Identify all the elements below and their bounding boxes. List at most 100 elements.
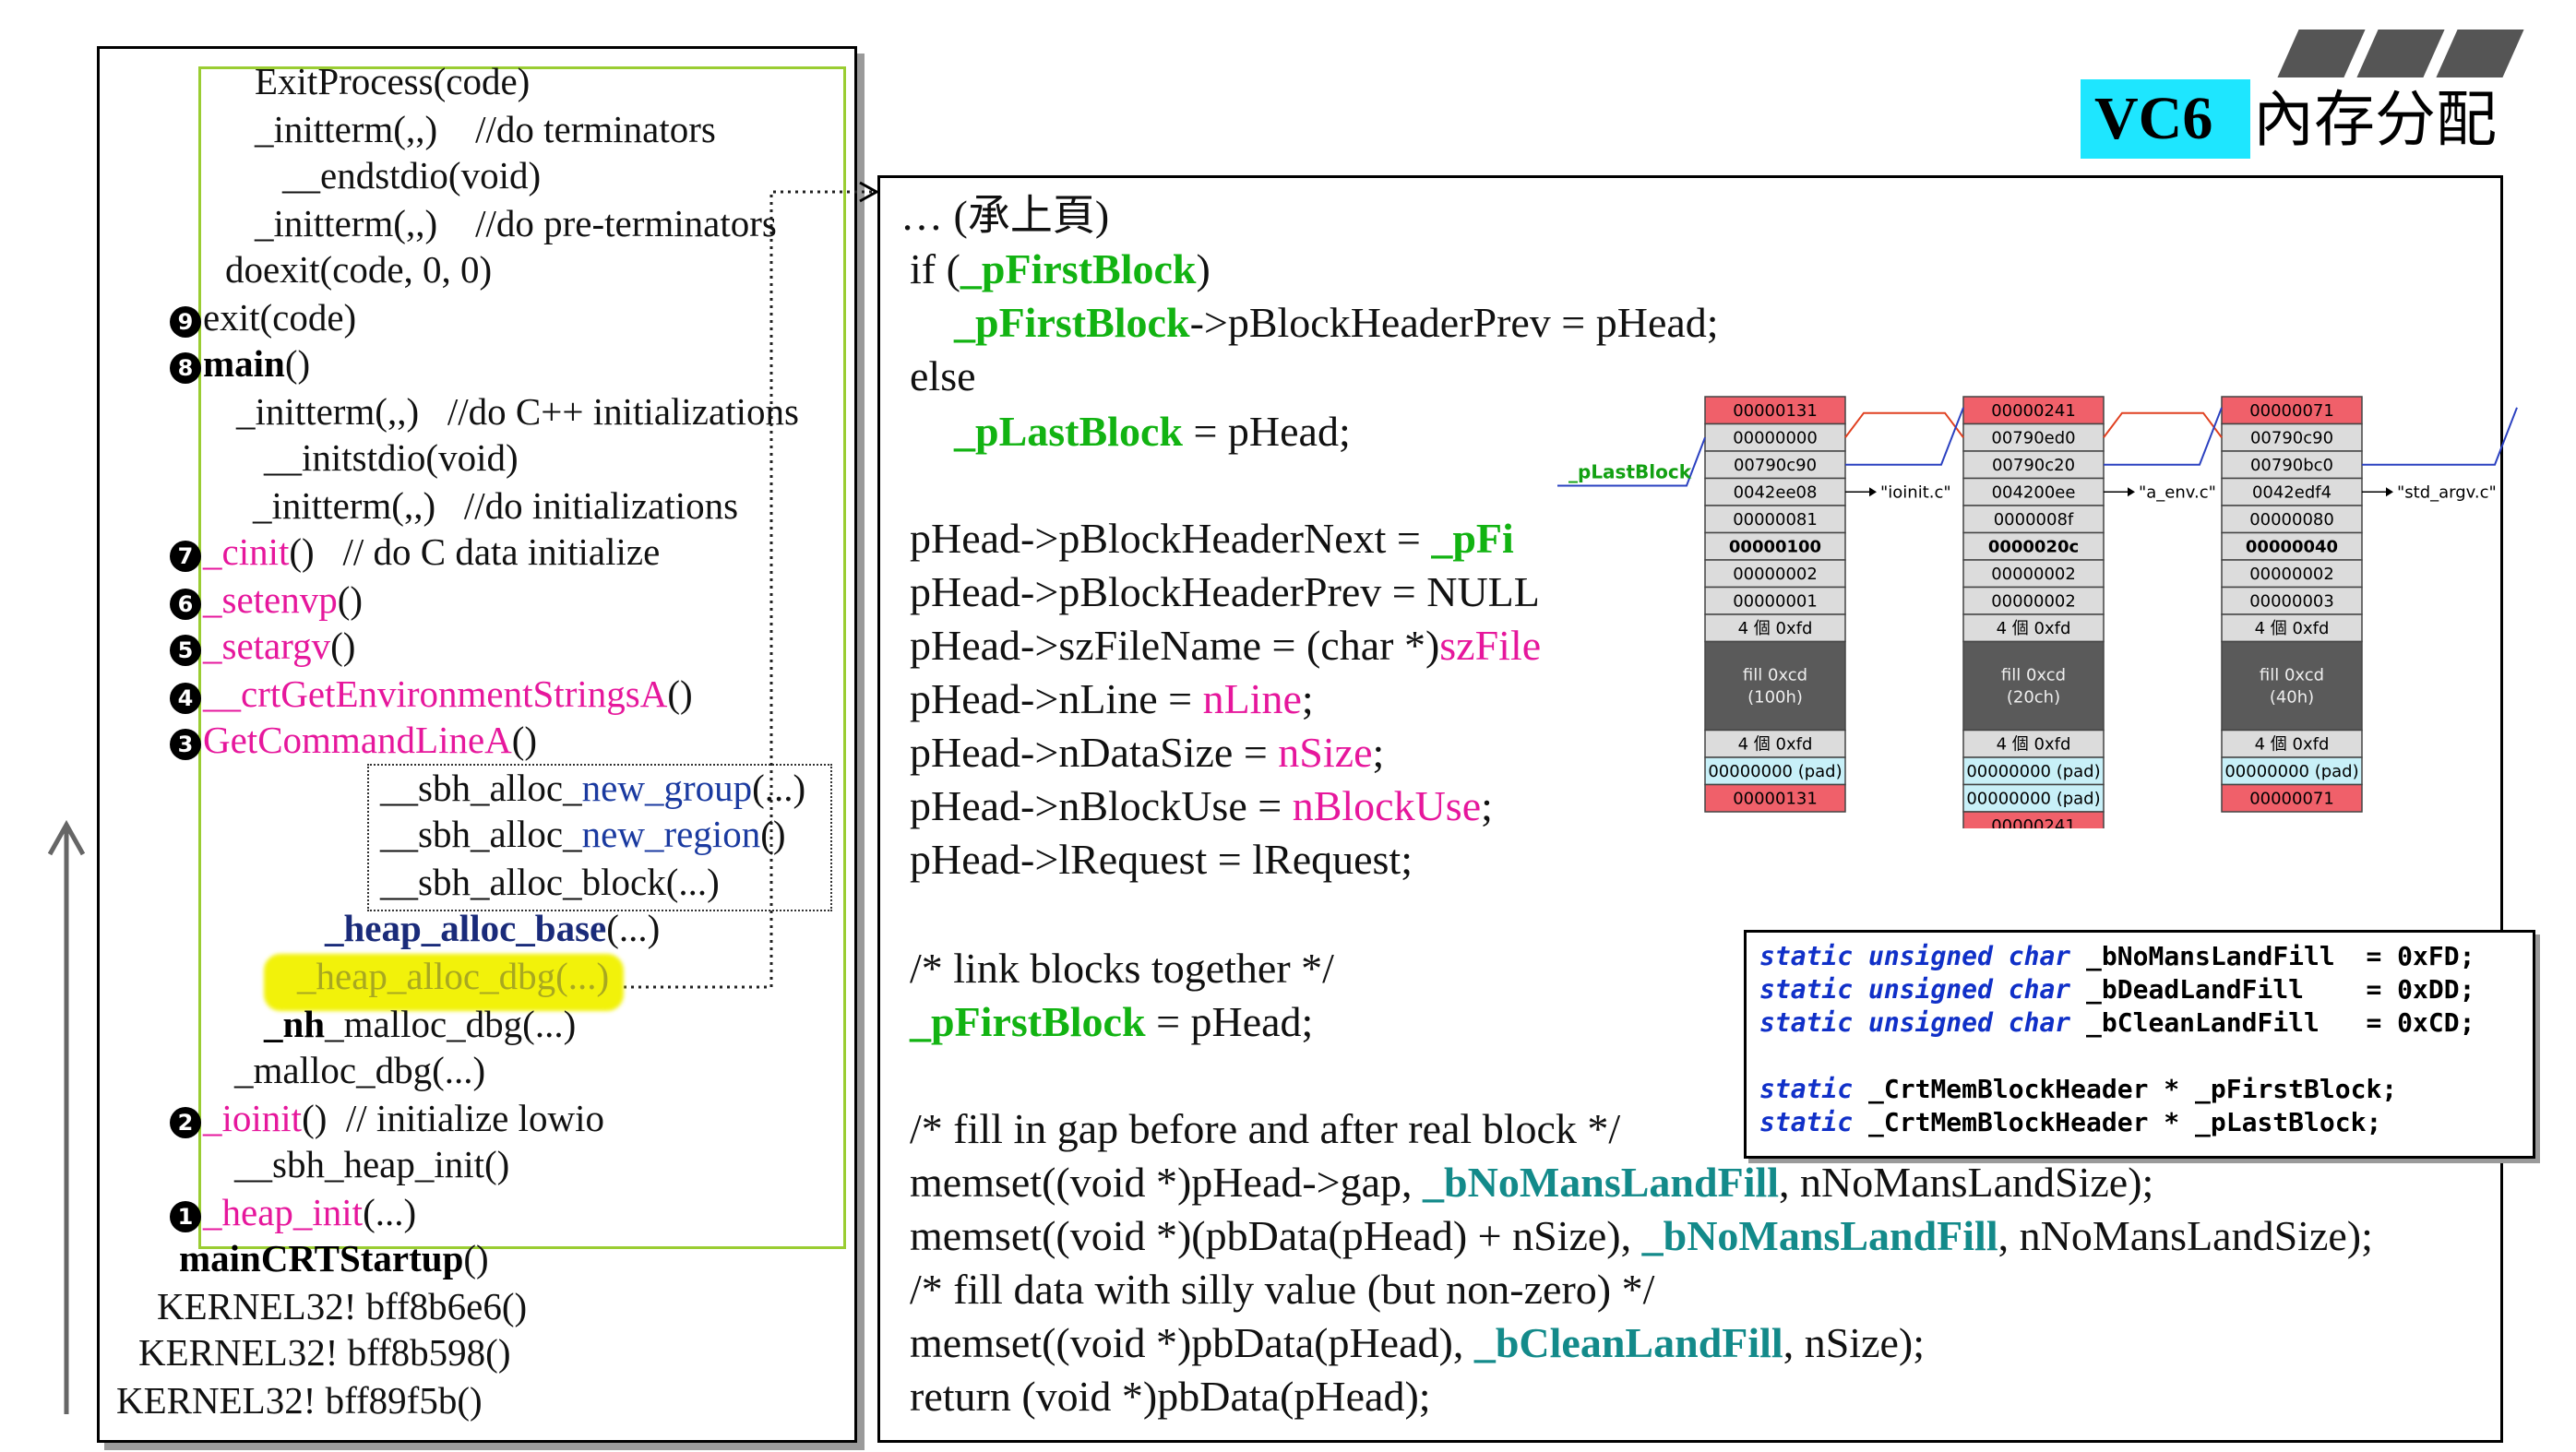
stack-line: _malloc_dbg(...) — [234, 1049, 486, 1091]
code-line: … (承上頁) — [900, 192, 1110, 239]
block-field-value: 00790c90 — [1734, 456, 1817, 475]
dotted-connector — [616, 181, 880, 989]
block-field-value: 00000002 — [2249, 565, 2334, 584]
stack-line: _initterm(,,) //do pre-terminators — [255, 202, 777, 244]
block-pad-value: 00000000 (pad) — [2224, 762, 2358, 781]
stack-line: __sbh_alloc_new_region() — [380, 813, 786, 855]
decl-line: static unsigned char _bDeadLandFill = 0x… — [1759, 974, 2475, 1005]
block-footer-cell — [1704, 783, 1846, 813]
block-field-value: 00000001 — [1733, 592, 1818, 612]
block-data-fill — [1962, 640, 2105, 732]
stack-line: _initterm(,,) //do initializations — [253, 484, 739, 527]
code-line: _pFirstBlock->pBlockHeaderPrev = pHead; — [954, 299, 1719, 346]
stack-line: __initstdio(void) — [264, 436, 519, 479]
sbh-alloc-box — [367, 764, 832, 911]
call-stack-panel — [97, 46, 857, 1443]
next-link-arrow — [2362, 407, 2518, 466]
block-field-cell — [1704, 423, 1846, 452]
block-field-value: 00790c20 — [1992, 456, 2075, 475]
prev-link-arrow — [1844, 411, 1964, 438]
block-fill-size: (100h) — [1747, 688, 1803, 708]
block-fill-size: (20ch) — [2007, 688, 2060, 708]
block-field-cell — [1962, 450, 2105, 480]
block-field-value: 4 個 0xfd — [2255, 619, 2330, 638]
code-line: _pLastBlock = pHead; — [954, 408, 1351, 455]
block-field-value: 4 個 0xfd — [1738, 619, 1813, 638]
block-field-value: 0042edf4 — [2252, 483, 2332, 503]
code-line: memset((void *)(pbData(pHead) + nSize), … — [910, 1212, 2373, 1259]
block-field-value: 0042ee08 — [1734, 483, 1818, 503]
plast-pointer — [1557, 436, 1706, 487]
block-field-cell — [1962, 423, 2105, 452]
block-pad-value: 00000000 (pad) — [1966, 790, 2100, 809]
block-footer-value: 00000071 — [2249, 790, 2334, 809]
block-footer-value: 00000241 — [1991, 816, 2076, 828]
code-line: /* link blocks together */ — [910, 945, 1334, 992]
page-title: 內存分配 — [2253, 84, 2497, 155]
block-field-value: 4 個 0xfd — [1997, 619, 2071, 638]
title-badge: VC6 — [2094, 85, 2213, 152]
prev-link-arrow — [2103, 411, 2223, 438]
block-pad-cell — [2221, 756, 2363, 786]
stack-line: __sbh_alloc_new_group(...) — [380, 767, 806, 809]
block-filename: "ioinit.c" — [1880, 482, 1951, 502]
block-field-cell — [2221, 505, 2363, 534]
crt-startup-frame — [198, 66, 846, 1249]
block-tail-cell — [1704, 729, 1846, 758]
block-field-value: 00000002 — [1733, 565, 1818, 584]
block-field-cell — [1704, 586, 1846, 615]
code-line: pHead->nLine = nLine; — [910, 675, 1314, 722]
block-field-cell — [2221, 586, 2363, 615]
stack-line: KERNEL32! bff8b598() — [138, 1331, 511, 1374]
block-data-fill — [1704, 640, 1846, 732]
stack-line: _nh_malloc_dbg(...) — [264, 1003, 577, 1045]
stack-line: KERNEL32! bff89f5b() — [116, 1379, 483, 1422]
block-header-value: 00000241 — [1991, 401, 2076, 421]
stack-line-highlighted: _heap_alloc_dbg(...) — [297, 955, 610, 997]
block-filename: "std_argv.c" — [2397, 482, 2497, 502]
stack-line: 5_setargv() — [170, 624, 355, 668]
stack-line: _initterm(,,) //do C++ initializations — [236, 390, 799, 433]
block-data-fill — [2221, 640, 2363, 732]
block-pad-value: 00000000 (pad) — [1708, 762, 1842, 781]
block-field-cell — [1962, 613, 2105, 643]
block-fill-label: fill 0xcd — [2001, 666, 2066, 685]
block-field-value: 00000000 — [1733, 429, 1818, 448]
block-field-value: 00790bc0 — [2250, 456, 2333, 475]
code-line: pHead->pBlockHeaderNext = _pFi — [910, 515, 1514, 562]
stack-line: 1_heap_init(...) — [170, 1190, 416, 1234]
memory-block-diagram-svg: 000001310000000000790c900042ee0800000081… — [1557, 396, 2518, 840]
stack-line: __sbh_heap_init() — [234, 1143, 510, 1185]
block-field-cell — [1962, 505, 2105, 534]
block-pad-cell — [1962, 783, 2105, 813]
stack-line: 7_cinit() // do C data initialize — [170, 530, 660, 574]
block-tail-value: 4 個 0xfd — [2255, 735, 2330, 755]
block-header-value: 00000131 — [1733, 401, 1818, 421]
code-line: pHead->szFileName = (char *)szFile — [910, 622, 1542, 669]
block-header-cell — [1704, 396, 1846, 425]
block-field-value: 00000100 — [1729, 538, 1821, 557]
block-field-value: 00000003 — [2249, 592, 2334, 612]
filename-pointer-head — [2386, 487, 2393, 497]
code-line: _pFirstBlock = pHead; — [910, 998, 1314, 1045]
block-field-value: 00000080 — [2249, 510, 2334, 530]
block-footer-cell — [2221, 783, 2363, 813]
next-link-arrow — [1845, 407, 1964, 466]
code-line: memset((void *)pHead->gap, _bNoMansLandF… — [910, 1159, 2154, 1206]
stack-line: 4__crtGetEnvironmentStringsA() — [170, 672, 693, 716]
stack-line: __sbh_alloc_block(...) — [380, 861, 720, 903]
code-line: memset((void *)pbData(pHead), _bCleanLan… — [910, 1319, 1926, 1366]
block-field-cell — [2221, 423, 2363, 452]
block-field-value: 00000040 — [2246, 538, 2338, 557]
stack-line: __endstdio(void) — [282, 154, 542, 196]
code-line: /* fill data with silly value (but non-z… — [910, 1266, 1655, 1313]
filename-pointer-head — [2128, 487, 2135, 497]
stack-line: 2_ioinit() // initialize lowio — [170, 1096, 604, 1140]
block-footer-value: 00000131 — [1733, 790, 1818, 809]
block-field-cell — [1704, 450, 1846, 480]
highlight-marker — [264, 954, 624, 1011]
decl-line: static _CrtMemBlockHeader * _pLastBlock; — [1759, 1107, 2382, 1137]
